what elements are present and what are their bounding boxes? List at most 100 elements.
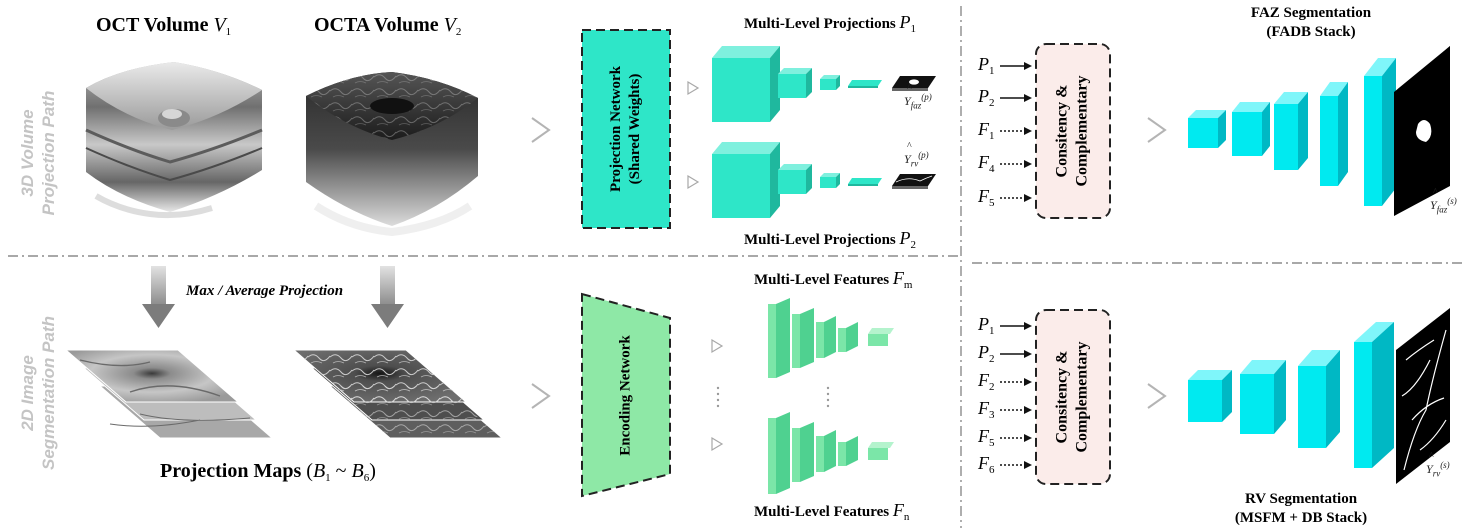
rv-segmentation-title: RV Segmentation (MSFM + DB Stack) — [1216, 490, 1386, 528]
octa-volume-label: OCTA Volume — [314, 14, 439, 36]
y-rv-segmentation-sup: (s) — [1440, 460, 1450, 470]
projections-p1-symbol: P — [899, 12, 911, 32]
fusion-top-input-4-sym: F — [978, 152, 989, 172]
fusion-arrows-bottom — [1000, 322, 1032, 469]
fusion-top-input-3-sym: F — [978, 119, 989, 139]
oct-projection-map-stack — [64, 349, 274, 439]
fusion-top-input-3: F1 — [978, 119, 995, 142]
y-faz-projection-sup: (p) — [921, 92, 932, 102]
y-rv-segmentation-symbol: Y — [1426, 462, 1433, 476]
fusion-top-label: Consitency & Complementary — [1054, 75, 1091, 187]
features-fn-label: Multi-Level Features — [754, 504, 890, 520]
fusion-bottom-input-1-sym: P — [978, 314, 989, 334]
fusion-top-input-5-sym: F — [978, 186, 989, 206]
projection-arrow-right — [371, 266, 404, 328]
fusion-arrows-top — [1000, 62, 1032, 202]
fusion-bottom-input-6-sym: F — [978, 453, 989, 473]
faz-decoder-stack — [1188, 46, 1450, 216]
fusion-bottom-input-2-sym: P — [978, 342, 989, 362]
projection-maps-b6-sub: 6 — [363, 472, 370, 484]
y-faz-segmentation-label: ^ Yfaz(s) — [1430, 187, 1457, 215]
fusion-top-input-1-sym: P — [978, 54, 989, 74]
projections-p1-label: Multi-Level Projections — [744, 16, 896, 32]
fusion-bottom-input-6: F6 — [978, 453, 995, 476]
y-faz-segmentation-sub: faz — [1436, 204, 1448, 215]
projection-maps-open: ( — [306, 460, 313, 482]
encoding-network-label: Encoding Network — [617, 334, 634, 456]
fusion-top-input-4: F4 — [978, 152, 995, 175]
projections-p2-label: Multi-Level Projections — [744, 232, 896, 248]
y-faz-projection-label: ^ Yfaz(p) — [904, 83, 932, 111]
y-rv-projection-sub: rv — [910, 158, 919, 169]
oct-volume-title: OCT Volume V1 — [96, 14, 231, 38]
projection-network-label: Projection Network (Shared Weights) — [608, 66, 643, 192]
projection-blocks-p1 — [712, 46, 936, 122]
projections-p2-symbol: P — [899, 228, 911, 248]
fusion-top-input-5-sub: 5 — [989, 197, 995, 209]
projection-maps-tilde: ~ — [335, 460, 347, 482]
fusion-module-bottom — [1035, 309, 1111, 485]
y-faz-segmentation-sup: (s) — [1447, 196, 1457, 206]
faz-segmentation-title: FAZ Segmentation (FADB Stack) — [1236, 4, 1386, 42]
projection-maps-title: Projection Maps (B1 ~ B6) — [160, 460, 376, 484]
projection-maps-b6: B — [351, 460, 364, 482]
feature-blocks-fm — [768, 298, 894, 378]
rv-segmentation-label: RV Segmentation — [1244, 491, 1358, 507]
y-rv-projection-symbol: Y — [904, 152, 911, 166]
fusion-bottom-input-3-sym: F — [978, 370, 989, 390]
fusion-bottom-input-6-sub: 6 — [989, 464, 995, 476]
faz-segmentation-stack: (FADB Stack) — [1266, 24, 1356, 40]
projection-maps-label: Projection Maps — [160, 460, 302, 482]
y-faz-projection-symbol: Y — [904, 94, 911, 108]
fusion-top-input-2: P2 — [978, 86, 995, 109]
projection-maps-b1: B — [312, 460, 326, 482]
octa-volume-render — [306, 72, 478, 237]
path-label-top: 3D Volume Projection Path — [18, 90, 58, 216]
oct-volume-label: OCT Volume — [96, 14, 209, 36]
fusion-bottom-label: Consitency & Complementary — [1054, 341, 1091, 453]
features-fm-sub: m — [903, 279, 913, 291]
feature-blocks-fn — [768, 412, 894, 494]
octa-volume-symbol: V — [443, 14, 456, 36]
fusion-bottom-input-2: P2 — [978, 342, 995, 365]
features-fm-symbol: F — [892, 268, 904, 288]
projection-maps-close: ) — [369, 460, 376, 482]
fusion-top-input-2-sym: P — [978, 86, 989, 106]
fusion-bottom-input-3-sub: 2 — [989, 381, 995, 393]
flow-chevrons — [531, 117, 1167, 409]
y-rv-projection-label: ^ Yrv(p) — [904, 141, 929, 169]
ellipsis-dots — [716, 386, 830, 408]
y-rv-segmentation-label: ^ Yrv(s) — [1426, 451, 1450, 479]
rv-segmentation-stack: (MSFM + DB Stack) — [1234, 510, 1368, 526]
fusion-bottom-input-5: F5 — [978, 426, 995, 449]
fusion-top-label-box: Consitency & Complementary — [1036, 44, 1110, 218]
fusion-top-input-2-sub: 2 — [989, 97, 995, 109]
encoding-network-label-box: Encoding Network — [582, 300, 670, 490]
fusion-bottom-input-5-sub: 5 — [989, 437, 995, 449]
fusion-top-input-1: P1 — [978, 54, 995, 77]
features-fm-label: Multi-Level Features — [754, 272, 890, 288]
octa-volume-title: OCTA Volume V2 — [314, 14, 461, 38]
fusion-bottom-label-box: Consitency & Complementary — [1036, 310, 1110, 484]
fusion-top-input-4-sub: 4 — [989, 163, 995, 175]
fusion-top-input-5: F5 — [978, 186, 995, 209]
oct-volume-render — [85, 62, 263, 219]
fusion-bottom-input-1: P1 — [978, 314, 995, 337]
fusion-bottom-input-4-sym: F — [978, 398, 989, 418]
faz-segmentation-label: FAZ Segmentation — [1250, 5, 1372, 21]
fusion-top-input-1-sub: 1 — [989, 65, 995, 77]
projection-step-label: Max / Average Projection — [186, 283, 344, 299]
projections-p1-title: Multi-Level Projections P1 — [744, 12, 916, 35]
fusion-bottom-input-4-sub: 3 — [989, 409, 995, 421]
fusion-bottom-input-1-sub: 1 — [989, 325, 995, 337]
fusion-bottom-input-3: F2 — [978, 370, 995, 393]
features-fn-title: Multi-Level Features Fn — [754, 500, 909, 523]
features-fn-symbol: F — [892, 500, 904, 520]
fusion-bottom-input-4: F3 — [978, 398, 995, 421]
projection-network-label-box: Projection Network (Shared Weights) — [582, 30, 670, 228]
projections-p2-sub: 2 — [910, 239, 917, 251]
encoding-network-box — [581, 292, 671, 498]
projection-maps-b1-sub: 1 — [325, 472, 331, 484]
projection-arrow-left — [142, 266, 175, 328]
